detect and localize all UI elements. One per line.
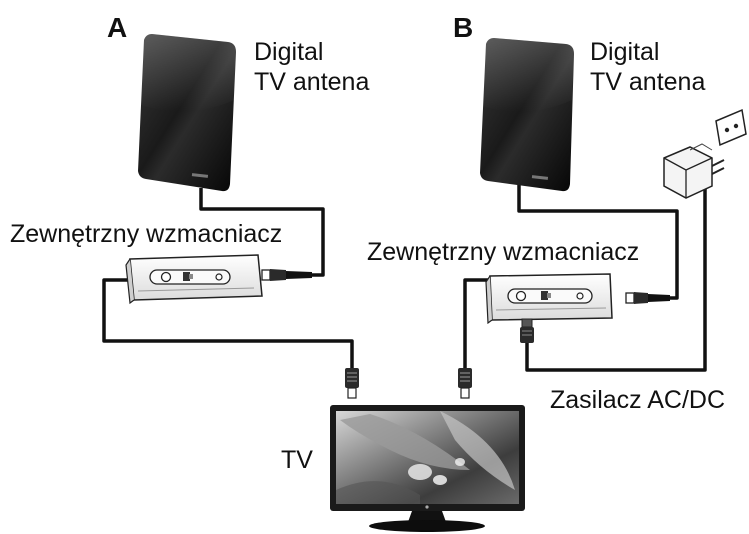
antenna-b-label-line2: TV antena bbox=[590, 68, 706, 96]
tv-icon bbox=[330, 405, 525, 532]
amplifier-icon bbox=[125, 254, 263, 305]
cable-a-antenna-to-amplifier bbox=[199, 188, 325, 277]
antenna-icon bbox=[138, 34, 236, 192]
tv-label: TV bbox=[281, 446, 313, 474]
coax-plug-icon bbox=[625, 292, 670, 304]
amplifier-icon bbox=[485, 273, 613, 325]
panel-b-letter: B bbox=[453, 12, 474, 43]
power-adapter-label: Zasilacz AC/DC bbox=[550, 386, 726, 414]
amplifier-b-label: Zewnętrzny wzmacniacz bbox=[367, 238, 640, 266]
cables bbox=[102, 185, 707, 372]
cable-a-amplifier-to-tv bbox=[102, 278, 354, 368]
cable-b-amplifier-to-tv bbox=[463, 278, 488, 368]
cable-b-antenna-to-amplifier bbox=[517, 185, 679, 300]
power-adapter-icon bbox=[663, 143, 725, 199]
antenna-a-label-line2: TV antena bbox=[254, 68, 370, 96]
coax-plug-icon bbox=[458, 368, 472, 399]
coax-plug-icon bbox=[345, 368, 359, 399]
antenna-b-label-line1: Digital bbox=[590, 38, 660, 66]
panel-a-letter: A bbox=[107, 12, 128, 43]
antenna-a-label-line1: Digital bbox=[254, 38, 324, 66]
wall-socket-icon bbox=[715, 108, 747, 147]
antenna-icon bbox=[480, 38, 574, 192]
dc-plug-icon bbox=[520, 318, 534, 343]
amplifier-a-label: Zewnętrzny wzmacniacz bbox=[10, 220, 283, 248]
coax-plug-icon bbox=[261, 269, 312, 281]
cable-b-power-to-amplifier bbox=[525, 186, 707, 372]
